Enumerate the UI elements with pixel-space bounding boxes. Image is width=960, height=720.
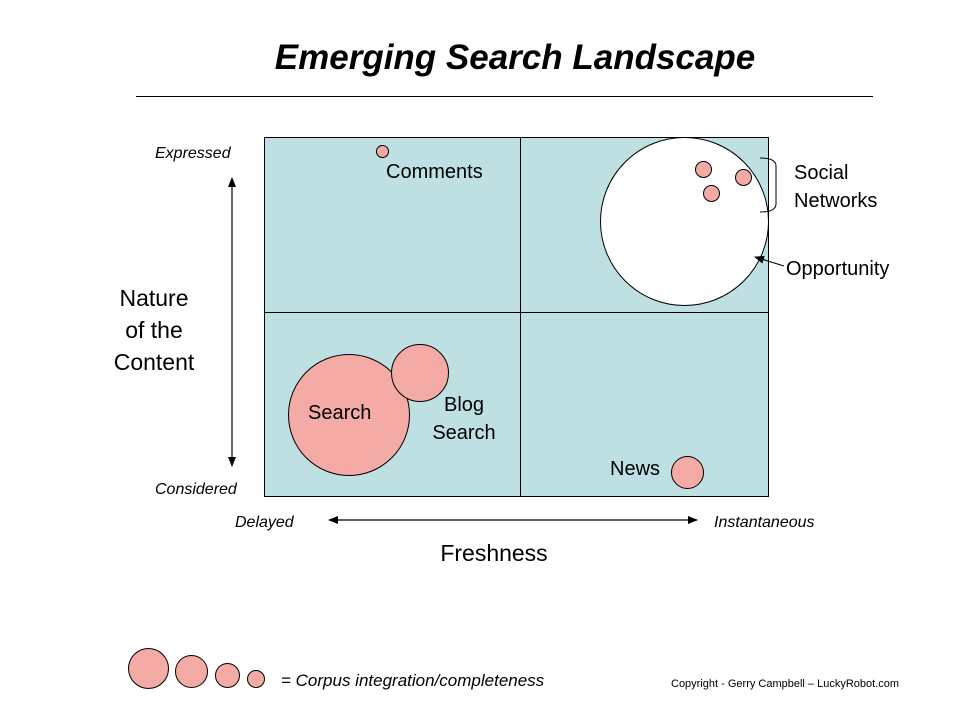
social-network-bubble-1 — [695, 161, 712, 178]
social-networks-label-line-2: Networks — [794, 190, 878, 212]
legend-bubble-2 — [175, 655, 208, 688]
blog-search-label: Blog Search — [424, 391, 504, 447]
legend-bubble-3 — [215, 663, 240, 688]
news-bubble — [671, 456, 704, 489]
legend-text: = Corpus integration/completeness — [281, 671, 545, 690]
quadrant-bottom-right — [520, 312, 769, 497]
social-network-bubble-3 — [735, 169, 752, 186]
y-axis-title-line-3: Content — [113, 349, 195, 375]
title-divider — [136, 96, 873, 97]
social-networks-label-line-1: Social — [794, 162, 849, 184]
y-axis-title-line-2: of the — [125, 317, 183, 343]
blog-search-label-line-2: Search — [432, 422, 496, 444]
x-axis-left-label: Delayed — [235, 514, 294, 531]
legend-bubble-1 — [128, 648, 169, 689]
x-axis-title: Freshness — [440, 540, 548, 566]
blog-search-label-line-1: Blog — [443, 394, 485, 416]
search-bubble — [288, 354, 410, 476]
opportunity-circle — [600, 137, 769, 306]
legend-bubble-4 — [247, 670, 265, 688]
y-axis-title: Nature of the Content — [100, 282, 208, 378]
y-axis-title-line-1: Nature — [119, 285, 189, 311]
comments-bubble — [376, 145, 389, 158]
comments-label: Comments — [386, 161, 483, 183]
page-title: Emerging Search Landscape — [274, 38, 756, 77]
y-axis-bottom-label: Considered — [155, 481, 237, 498]
opportunity-label: Opportunity — [786, 258, 890, 280]
blog-search-bubble — [391, 344, 449, 402]
copyright-text: Copyright - Gerry Campbell – LuckyRobot.… — [671, 678, 900, 690]
news-label: News — [610, 458, 661, 480]
social-networks-label: Social Networks — [794, 159, 877, 215]
y-axis-top-label: Expressed — [155, 145, 231, 162]
x-axis-right-label: Instantaneous — [714, 514, 815, 531]
quadrant-top-left — [264, 137, 522, 314]
search-label: Search — [308, 402, 372, 424]
social-network-bubble-2 — [703, 185, 720, 202]
